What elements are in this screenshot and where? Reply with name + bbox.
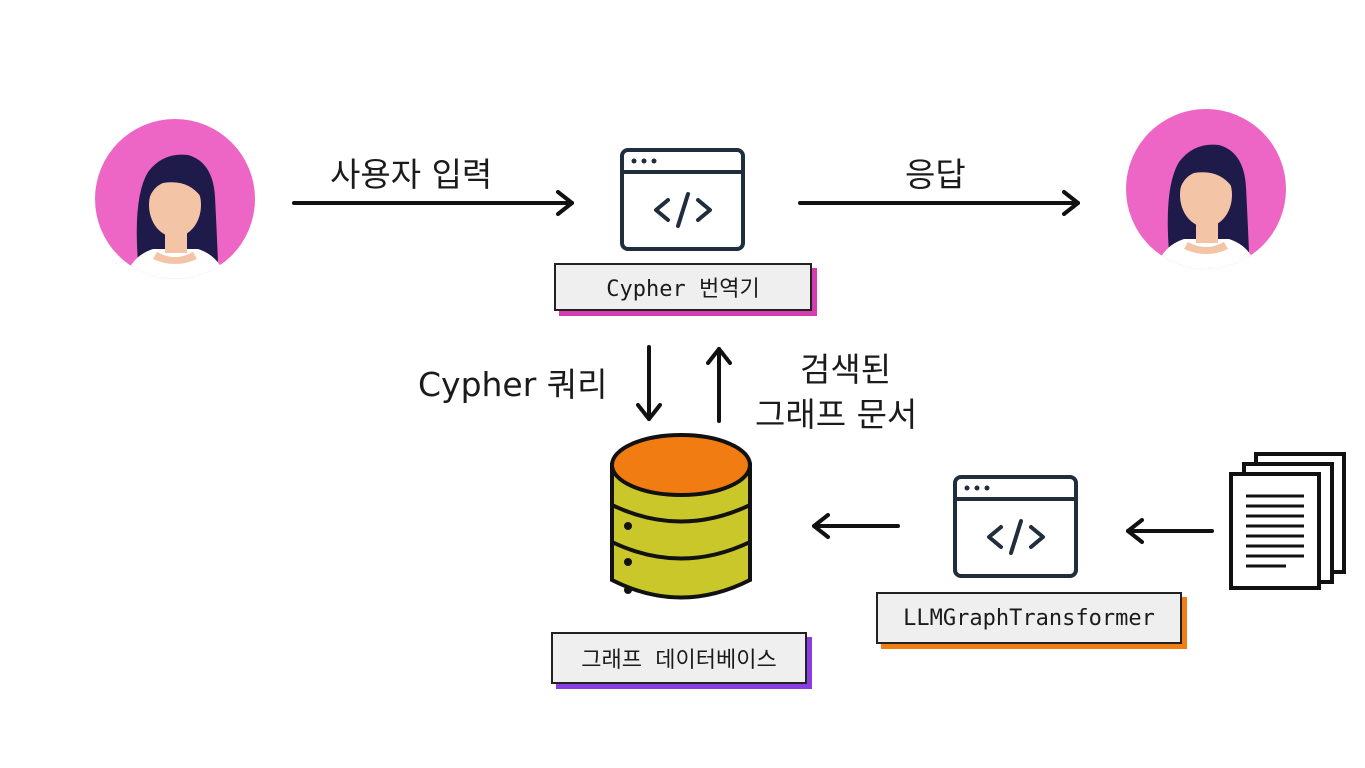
user-avatar-right-icon [1126,109,1286,269]
arrow-user-to-translator [292,190,574,216]
retrieved-label-line2: 그래프 문서 [755,395,918,434]
translator-tag: Cypher 번역기 [554,263,812,311]
transformer-tag-label: LLMGraphTransformer [903,605,1155,631]
cypher-query-label: Cypher 쿼리 [418,365,608,404]
documents-stack-icon [1229,452,1346,590]
database-icon [610,433,752,600]
translator-tag-label: Cypher 번역기 [606,277,760,302]
user-input-label: 사용자 입력 [330,155,493,194]
transformer-tag: LLMGraphTransformer [876,592,1182,644]
arrow-up-retrieved [706,347,732,423]
retrieved-label-line1: 검색된 [800,350,892,389]
arrow-translator-to-user [798,190,1080,216]
translator-code-window-icon [620,148,745,251]
user-avatar-left-icon [95,119,255,279]
graph-db-tag: 그래프 데이터베이스 [551,632,807,684]
graph-db-tag-label: 그래프 데이터베이스 [581,648,777,673]
arrow-down-query [636,345,662,421]
arrow-transformer-to-db [812,513,900,539]
transformer-code-window-icon [953,475,1078,578]
response-label: 응답 [905,155,966,194]
arrow-docs-to-transformer [1126,518,1214,544]
